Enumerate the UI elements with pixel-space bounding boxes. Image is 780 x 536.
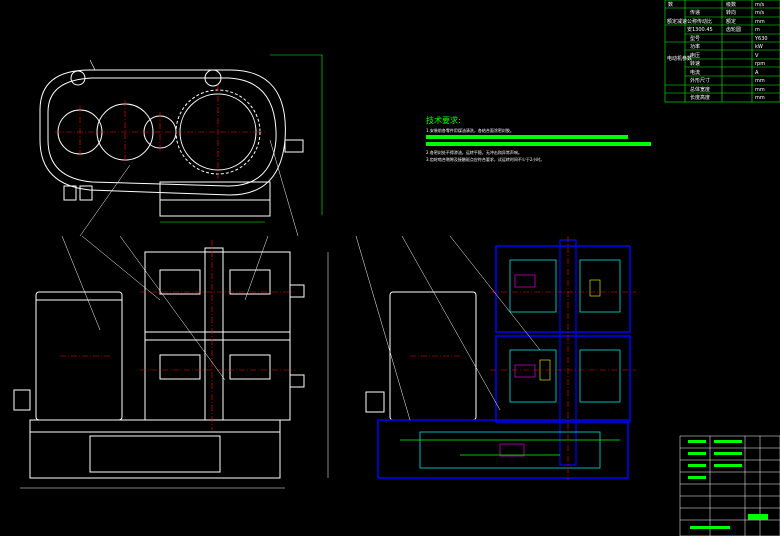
- param-unit: 长度高度: [690, 94, 710, 101]
- tech-requirement-line: 3.齿轮啮合侧隙及接触斑点应符合要求，试运转时间不少于2小时。: [426, 156, 544, 162]
- param-value: m: [755, 27, 760, 33]
- param-unit: 型号: [690, 35, 700, 42]
- param-name: 公称传动比: [687, 18, 712, 25]
- tech-highlight-bar: [426, 142, 651, 146]
- tech-requirement-line: 2.各密封处不得渗油，运转平稳，无冲击和异常声响。: [426, 149, 522, 155]
- param-value: A: [755, 70, 759, 76]
- param-unit: 转速: [690, 60, 700, 67]
- param-unit: 总体宽度: [690, 86, 710, 93]
- param-value: m/s: [755, 10, 765, 16]
- param-value: mm: [755, 19, 765, 25]
- param-name: 传递: [690, 9, 700, 16]
- param-unit: 级数: [726, 1, 736, 8]
- param-value: mm: [755, 78, 765, 84]
- gearbox-side-centerlines: [55, 85, 265, 180]
- tech-requirements-title: 技术要求:: [426, 115, 461, 125]
- gearbox-front-centerlines: [60, 240, 295, 430]
- param-unit: 外形尺寸: [690, 77, 710, 84]
- param-unit: 齿轮圆: [726, 26, 741, 33]
- parameter-table-text: 数 级数 m/s 传递 转向 m/s 额定减速 公称传动比 额定 mm 安130…: [667, 1, 768, 101]
- param-unit: 功率: [690, 43, 700, 50]
- title-block-fills: [688, 440, 768, 529]
- title-block: [679, 435, 780, 536]
- tech-highlight-bar: [426, 135, 628, 139]
- leader-lines-left: [61, 139, 299, 381]
- param-value: Y630: [754, 36, 768, 42]
- gearbox-side-view: [39, 54, 323, 223]
- param-value: m/s: [755, 2, 765, 8]
- gearbox-section-centerlines: [410, 236, 636, 480]
- param-value: mm: [755, 87, 765, 93]
- param-value: V: [755, 53, 759, 59]
- param-name: 安1300.45: [687, 26, 713, 33]
- param-unit: 额定: [726, 18, 736, 25]
- param-group: 电动机参数: [667, 55, 692, 62]
- gearbox-front-view: [13, 247, 329, 489]
- gearbox-section-view: [365, 239, 631, 479]
- param-group: 额定减速: [667, 18, 687, 25]
- param-unit: 转向: [726, 9, 736, 16]
- param-group: 数: [668, 1, 673, 8]
- tech-requirement-line: 1.安装前各零件用煤油清洗，各结合面涂密封胶。: [426, 127, 514, 133]
- leader-lines-section: [355, 235, 541, 421]
- tech-requirements-block: 技术要求: 1.安装前各零件用煤油清洗，各结合面涂密封胶。 2.各密封处不得渗油…: [426, 115, 651, 162]
- param-value: rpm: [755, 61, 765, 67]
- param-unit: 电流: [690, 69, 700, 76]
- param-value: mm: [755, 95, 765, 101]
- param-value: kW: [755, 44, 763, 50]
- param-unit: 电压: [690, 52, 700, 59]
- parameter-table: [664, 0, 780, 103]
